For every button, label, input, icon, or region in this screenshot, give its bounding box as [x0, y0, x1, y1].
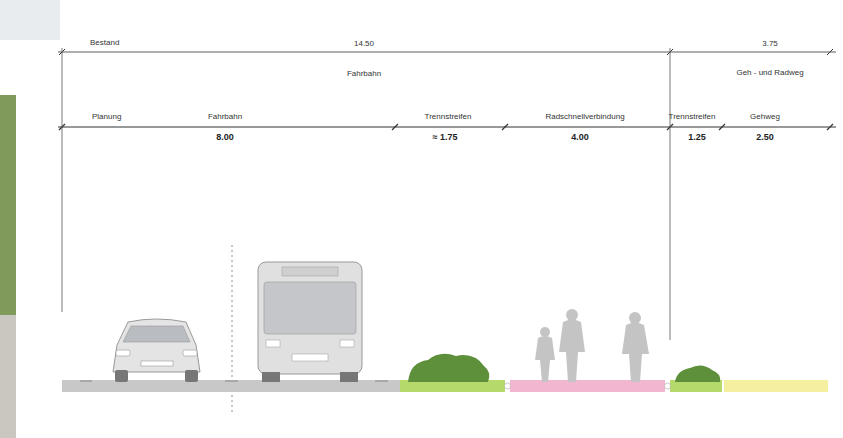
segment-name: Fahrbahn: [208, 113, 242, 121]
zone-name: Fahrbahn: [347, 70, 381, 78]
dimension-value: 2.50: [756, 133, 774, 142]
dimension-value: 4.00: [571, 133, 589, 142]
bus: [258, 262, 362, 382]
dimension-value: 1.25: [688, 133, 706, 142]
dimension-total: 14.50: [354, 40, 374, 48]
dimension-value: ≈ 1.75: [433, 133, 458, 142]
dimension-value: 8.00: [216, 133, 234, 142]
segment-name: Gehweg: [750, 113, 780, 121]
car: [113, 319, 200, 382]
plan-label: Planung: [92, 113, 121, 121]
existing-label: Bestand: [90, 39, 119, 47]
cyclists: [535, 309, 649, 382]
segment-name: Trennstreifen: [669, 113, 716, 121]
segment-name: Radschnellverbindung: [545, 113, 624, 121]
segment-name: Trennstreifen: [425, 113, 472, 121]
dimension-total: 3.75: [762, 40, 778, 48]
zone-name: Geh - und Radweg: [736, 69, 803, 77]
